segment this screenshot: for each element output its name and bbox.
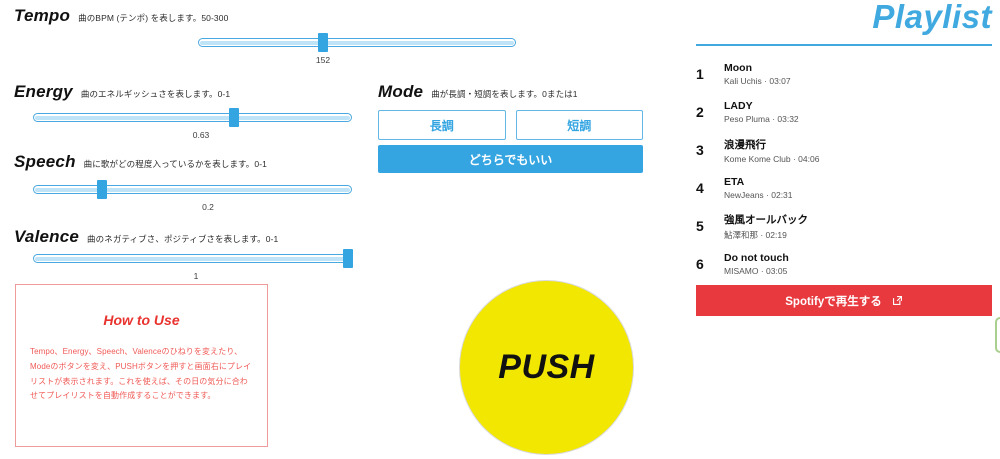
list-item[interactable]: 5 強風オールバック 鮎澤和那 · 02:19 — [696, 207, 996, 245]
param-header-tempo: Tempo 曲のBPM (テンポ) を表します。50-300 — [14, 6, 228, 26]
track-meta: 鮎澤和那 · 02:19 — [724, 229, 787, 240]
track-meta: Kome Kome Club · 04:06 — [724, 153, 820, 164]
slider-track-fill-tempo — [200, 40, 514, 45]
slider-value-valence: 1 — [193, 271, 199, 281]
push-button[interactable]: PUSH — [459, 280, 634, 455]
slider-track-fill-energy — [35, 115, 350, 120]
list-item[interactable]: 2 LADY Peso Pluma · 03:32 — [696, 93, 996, 131]
how-to-use-panel: How to Use Tempo、Energy、Speech、Valenceのひ… — [15, 284, 268, 447]
slider-track-fill-speech — [35, 187, 350, 192]
track-title: 強風オールバック — [724, 213, 808, 226]
list-item[interactable]: 1 Moon Kali Uchis · 03:07 — [696, 55, 996, 93]
param-header-mode: Mode 曲が長調・短調を表します。0または1 — [378, 82, 578, 102]
list-item[interactable]: 6 Do not touch MISAMO · 03:05 — [696, 245, 996, 283]
track-info: ETA NewJeans · 02:31 — [724, 176, 793, 200]
how-to-use-body: Tempo、Energy、Speech、Valenceのひねりを変えたり、Mod… — [30, 347, 252, 401]
how-to-use-title: How to Use — [103, 312, 180, 328]
slider-value-tempo: 152 — [315, 55, 331, 65]
slider-thumb-valence[interactable] — [343, 249, 353, 268]
param-desc-speech: 曲に歌がどの程度入っているかを表します。0-1 — [83, 159, 267, 169]
param-desc-tempo: 曲のBPM (テンポ) を表します。50-300 — [78, 13, 229, 23]
list-item[interactable]: 3 浪漫飛行 Kome Kome Club · 04:06 — [696, 131, 996, 169]
slider-value-energy: 0.63 — [192, 130, 210, 140]
track-meta: Peso Pluma · 03:32 — [724, 114, 799, 124]
side-tab-indicator[interactable] — [995, 317, 1000, 353]
track-title: 浪漫飛行 — [724, 138, 766, 151]
track-title: Do not touch — [724, 252, 789, 264]
param-header-speech: Speech 曲に歌がどの程度入っているかを表します。0-1 — [14, 152, 267, 172]
slider-thumb-speech[interactable] — [97, 180, 107, 199]
track-meta: Kali Uchis · 03:07 — [724, 76, 791, 86]
spotify-play-label: Spotifyで再生する — [785, 295, 882, 308]
track-number: 5 — [696, 218, 704, 234]
track-info: 強風オールバック 鮎澤和那 · 02:19 — [724, 212, 808, 241]
playlist-divider — [696, 44, 992, 46]
slider-track-tempo[interactable] — [198, 38, 516, 47]
param-desc-energy: 曲のエネルギッシュさを表します。0-1 — [80, 89, 231, 99]
controls-panel: Tempo 曲のBPM (テンポ) を表します。50-300 152 Energ… — [14, 6, 643, 455]
param-title-energy: Energy — [14, 82, 73, 101]
param-title-tempo: Tempo — [14, 6, 71, 25]
param-title-speech: Speech — [14, 152, 76, 171]
track-number: 6 — [696, 256, 704, 272]
mode-button-minor[interactable]: 短調 — [515, 110, 643, 140]
external-link-icon — [892, 295, 903, 306]
track-number: 3 — [696, 142, 704, 158]
slider-track-speech[interactable] — [33, 185, 352, 194]
param-header-energy: Energy 曲のエネルギッシュさを表します。0-1 — [14, 82, 230, 102]
track-meta: MISAMO · 03:05 — [724, 266, 788, 276]
spotify-play-button[interactable]: Spotifyで再生する — [696, 285, 992, 316]
mode-button-major[interactable]: 長調 — [378, 110, 506, 140]
param-desc-valence: 曲のネガティブさ、ポジティブさを表します。0-1 — [87, 234, 279, 244]
list-item[interactable]: 4 ETA NewJeans · 02:31 — [696, 169, 996, 207]
track-info: 浪漫飛行 Kome Kome Club · 04:06 — [724, 137, 819, 164]
track-title: ETA — [724, 176, 745, 188]
track-meta: NewJeans · 02:31 — [724, 190, 793, 200]
mode-button-any[interactable]: どちらでもいい — [378, 145, 643, 173]
playlist-title: Playlist — [872, 0, 992, 35]
param-desc-mode: 曲が長調・短調を表します。0または1 — [431, 89, 578, 99]
slider-track-energy[interactable] — [33, 113, 352, 122]
slider-value-speech: 0.2 — [202, 202, 214, 212]
playlist-panel: Playlist 1 Moon Kali Uchis · 03:07 2 LAD… — [660, 0, 1000, 459]
track-number: 4 — [696, 180, 704, 196]
track-title: LADY — [724, 100, 753, 112]
mode-button-group: 長調 短調 — [378, 110, 643, 140]
slider-track-valence[interactable] — [33, 254, 352, 263]
slider-thumb-energy[interactable] — [229, 108, 239, 127]
push-button-label: PUSH — [498, 348, 595, 386]
playlist-track-list: 1 Moon Kali Uchis · 03:07 2 LADY Peso Pl… — [696, 55, 996, 283]
track-number: 2 — [696, 104, 704, 120]
param-header-valence: Valence 曲のネガティブさ、ポジティブさを表します。0-1 — [14, 227, 278, 247]
track-number: 1 — [696, 66, 704, 82]
track-title: Moon — [724, 62, 752, 74]
param-title-valence: Valence — [14, 227, 80, 246]
slider-track-fill-valence — [35, 256, 350, 261]
track-info: LADY Peso Pluma · 03:32 — [724, 100, 799, 124]
track-info: Moon Kali Uchis · 03:07 — [724, 62, 791, 86]
slider-thumb-tempo[interactable] — [318, 33, 328, 52]
track-info: Do not touch MISAMO · 03:05 — [724, 252, 789, 276]
param-title-mode: Mode — [378, 82, 424, 101]
